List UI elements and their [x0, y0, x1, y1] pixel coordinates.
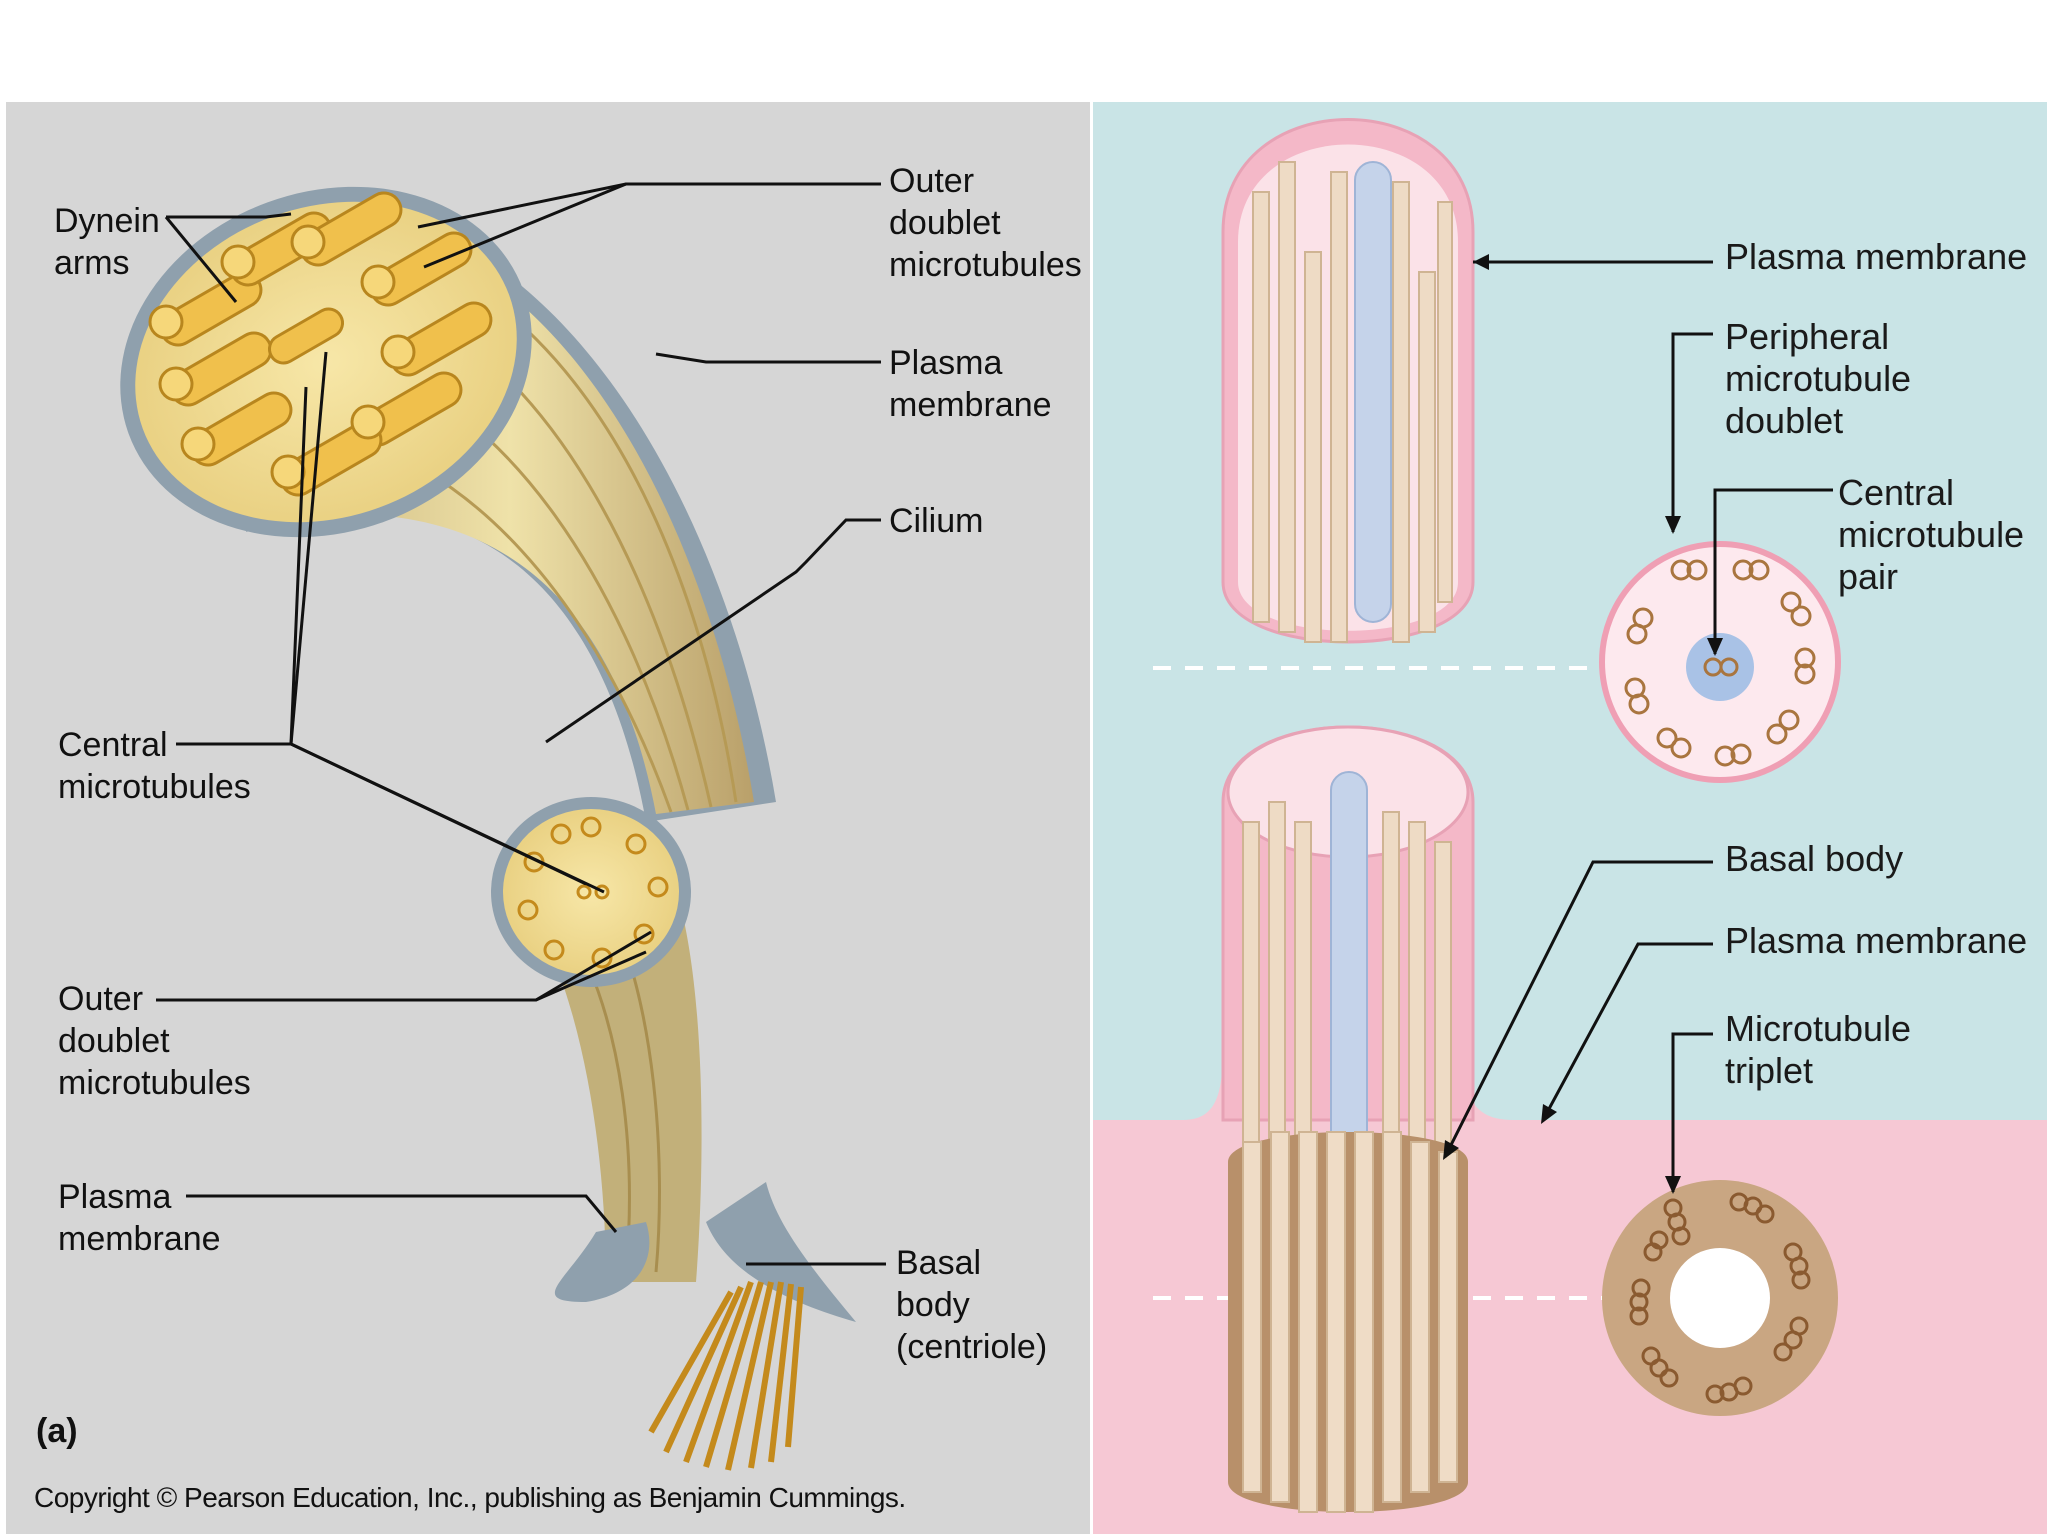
part-tag-a: (a) [36, 1412, 78, 1450]
label-plasma-membrane-2: Plasma membrane [1725, 920, 2028, 961]
arrow-heads [1443, 254, 1723, 1194]
basal-body-tubules [648, 1280, 804, 1471]
label-peripheral-doublet: Peripheral microtubule doublet [1725, 316, 1912, 441]
base-membrane-right [706, 1182, 856, 1322]
lower-doublets [517, 816, 669, 969]
microtubule-triplets [1629, 1192, 1811, 1404]
basal-body-lumen [1670, 1248, 1770, 1348]
label-outer-doublet-bottom: Outer doublet microtubules [58, 980, 251, 1102]
label-basal-body: Basal body [1725, 838, 1904, 879]
doublet-tubules-top [159, 191, 493, 497]
cilium-section-diagram-panel: Plasma membrane Peripheral microtubule d… [1093, 102, 2047, 1534]
label-plasma-membrane-1: Plasma membrane [1725, 236, 2028, 277]
lower-central-pair [1330, 771, 1368, 1173]
leader-lines [156, 182, 886, 1266]
copyright-notice: Copyright © Pearson Education, Inc., pub… [34, 1482, 906, 1513]
upper-central-pair [1354, 161, 1392, 623]
label-dynein-arms: Dynein arms [54, 202, 160, 282]
peripheral-doublets [1624, 559, 1816, 767]
label-central-pair: Central microtubule pair [1838, 472, 2025, 597]
label-cilium: Cilium [889, 502, 984, 540]
cilium-3d-illustration [120, 182, 886, 1471]
base-membrane-left [554, 1222, 650, 1302]
label-microtubule-triplet: Microtubule triplet [1725, 1008, 1912, 1091]
label-outer-doublet-top: Outer doublet microtubules [889, 162, 1082, 284]
cilium-3d-diagram-panel: Dynein arms Outer doublet microtubules P… [6, 102, 1090, 1534]
label-plasma-membrane-top: Plasma membrane [889, 344, 1052, 424]
upper-cilium-tubules [1252, 161, 1453, 643]
cilium-section-illustration [1093, 118, 2047, 1534]
basal-body-tubules [1242, 1131, 1458, 1513]
basal-body [1228, 1132, 1468, 1512]
leader-lines-right [1443, 260, 1833, 1192]
label-basal-body: Basal body (centriole) [896, 1244, 1048, 1366]
tubule-ends-top [148, 224, 416, 490]
label-central-microtubules: Central microtubules [58, 726, 251, 806]
label-plasma-membrane-bottom: Plasma membrane [58, 1178, 221, 1258]
